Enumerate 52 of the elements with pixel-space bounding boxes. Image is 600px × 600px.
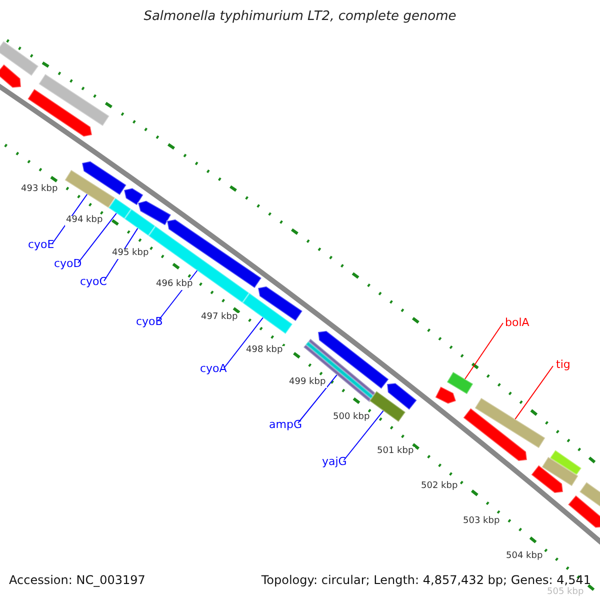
pointed-gene-block xyxy=(567,494,600,528)
gene-label: bolA xyxy=(505,317,530,330)
leader-line xyxy=(298,374,338,424)
leader-line xyxy=(224,317,264,368)
leader-line xyxy=(514,366,554,420)
tick-label: 497 kbp xyxy=(200,313,239,323)
gene-label: yajG xyxy=(322,456,347,468)
gene-label: ampG xyxy=(269,419,302,432)
gene-bar xyxy=(64,168,116,210)
gene-bar xyxy=(446,370,474,396)
tick-label: 502 kbp xyxy=(420,482,459,492)
pointed-gene-block xyxy=(462,407,528,462)
leader-line xyxy=(344,410,384,460)
genome-stats-text: Topology: circular; Length: 4,857,432 bp; Genes: 4,541 xyxy=(261,574,591,587)
pointed-gene-block xyxy=(257,286,304,322)
gene-label: cyoB xyxy=(136,316,163,328)
leader-line xyxy=(464,322,504,380)
tick-label: 505 kbp xyxy=(546,588,585,598)
gene-bar xyxy=(123,208,157,237)
tick-label: 498 kbp xyxy=(245,346,284,356)
tick-label: 500 kbp xyxy=(332,413,371,423)
gene-bar xyxy=(474,396,546,450)
gene-bar xyxy=(147,225,251,304)
gene-label: cyoE xyxy=(28,239,54,252)
gene-label: cyoC xyxy=(80,276,107,288)
gene-bar xyxy=(0,40,40,77)
tick-label: 496 kbp xyxy=(155,280,194,290)
tick-label: 494 kbp xyxy=(65,216,104,226)
pointed-gene-block xyxy=(81,160,128,196)
pointed-gene-block xyxy=(530,464,564,494)
gene-bar xyxy=(540,456,580,488)
tick-label: 499 kbp xyxy=(288,378,327,388)
gene-bar xyxy=(241,292,294,335)
tick-label: 495 kbp xyxy=(111,249,150,259)
gene-bar xyxy=(368,390,407,423)
tick-label: 504 kbp xyxy=(505,552,544,562)
gene-label: tig xyxy=(556,359,570,372)
pointed-gene-block xyxy=(137,200,172,226)
leader-line xyxy=(78,212,117,264)
accession-text: Accession: NC_003197 xyxy=(9,574,146,588)
gene-bar xyxy=(578,481,600,508)
gene-label: cyoA xyxy=(200,363,227,376)
pointed-gene-block xyxy=(434,386,457,405)
pointed-gene-block xyxy=(0,63,22,88)
tick-label: 503 kbp xyxy=(462,517,501,527)
title: Salmonella typhimurium LT2, complete genome xyxy=(142,10,458,24)
pointed-gene-block xyxy=(26,88,93,138)
pointed-gene-block xyxy=(386,382,418,411)
gene-label: cyoD xyxy=(54,258,82,270)
tick-label: 493 kbp xyxy=(20,185,59,195)
tick-label: 501 kbp xyxy=(376,447,415,457)
gene-bar xyxy=(38,72,110,128)
